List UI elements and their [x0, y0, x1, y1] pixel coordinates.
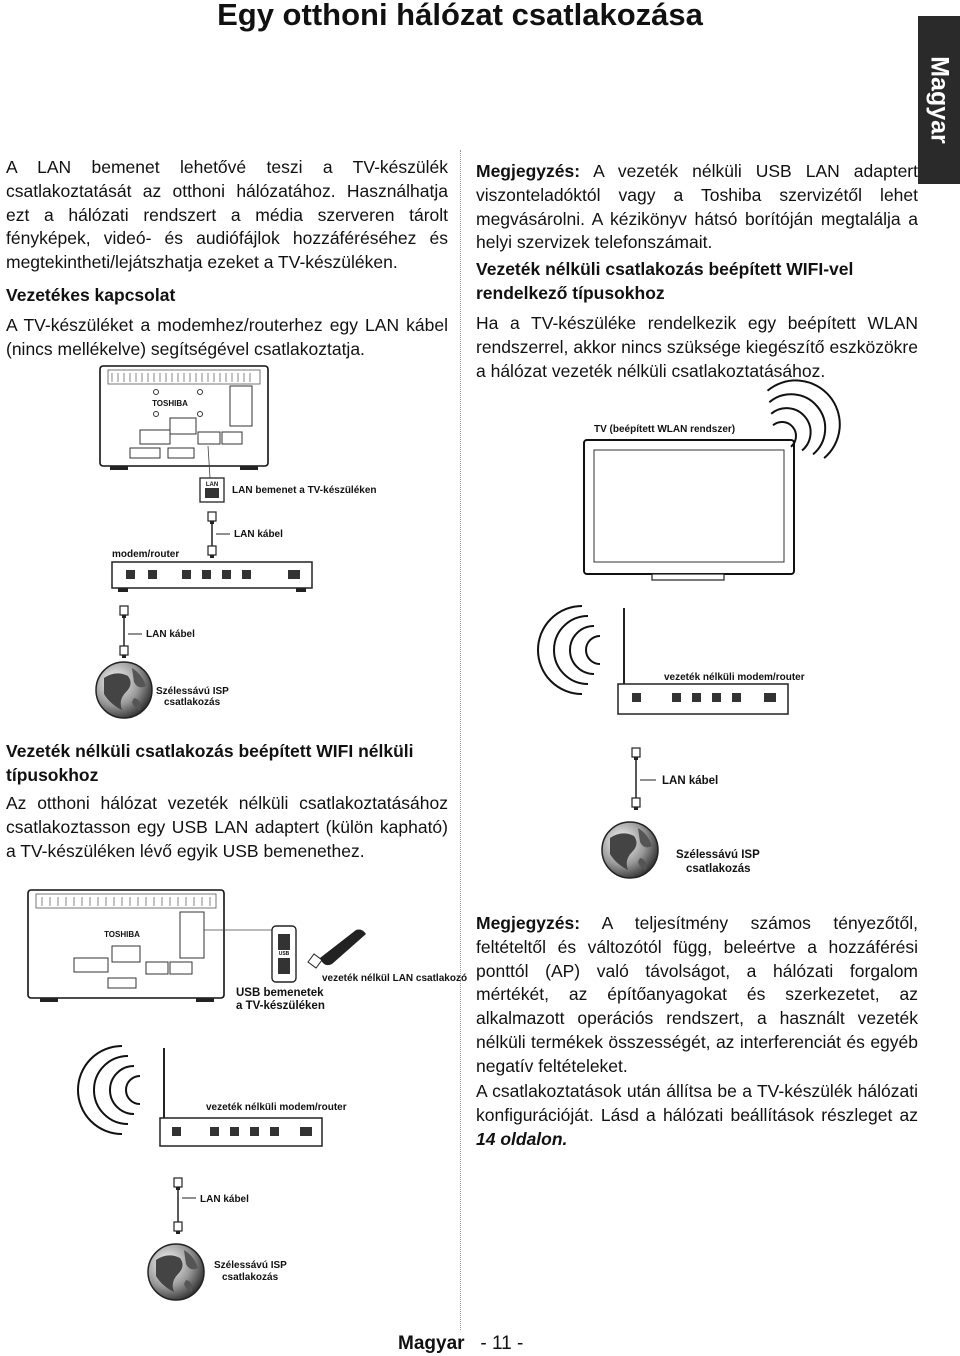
wireless-router-1: vezeték nélküli modem/router	[537, 605, 805, 715]
svg-text:LAN: LAN	[206, 482, 218, 488]
page-title: Egy otthoni hálózat csatlakozása	[217, 0, 703, 32]
svg-text:csatlakozás: csatlakozás	[686, 863, 751, 875]
tv-rear-panel-wired: TOSHIBA	[99, 365, 269, 479]
wired-heading: Vezetékes kapcsolat	[6, 285, 176, 305]
wifi-paragraph: Ha a TV-készüléke rendelkezik egy beépít…	[476, 313, 918, 381]
lan-cable-isp-2: LAN kábel	[631, 747, 718, 811]
wireless-adapter-label: vezeték nélkül LAN csatlakozó	[322, 973, 467, 984]
lan-cable-wired: LAN kábel	[207, 511, 283, 559]
final-text: A csatlakoztatások után állítsa be a TV-…	[476, 1081, 918, 1125]
wired-paragraph: A TV-készüléket a modemhez/routerhez egy…	[6, 315, 448, 359]
usb-wireless-adapter: vezeték nélkül LAN csatlakozó	[307, 929, 467, 984]
page-number: - 11 -	[480, 1333, 524, 1354]
column-divider	[460, 150, 461, 1330]
tv-wlan-label: TV (beépített WLAN rendszer)	[594, 424, 735, 435]
lan-cable-isp-1: LAN kábel	[119, 605, 195, 659]
footer-language: Magyar	[398, 1333, 465, 1354]
lan-cable-label-3: LAN kábel	[662, 775, 718, 787]
svg-text:USB: USB	[279, 951, 290, 957]
wireless-router-label-1: vezeték nélküli modem/router	[664, 672, 805, 683]
modem-router-wired: modem/router	[111, 549, 313, 592]
wireless-router-2: vezeték nélküli modem/router	[77, 1045, 347, 1147]
tv-rear-panel-usb: TOSHIBA	[27, 889, 272, 1002]
lan-cable-label-1: LAN kábel	[234, 529, 283, 540]
isp-globe-1: Szélessávú ISP csatlakozás	[95, 661, 229, 719]
svg-text:csatlakozás: csatlakozás	[222, 1272, 279, 1283]
svg-text:Szélessávú ISP: Szélessávú ISP	[214, 1260, 287, 1271]
note2-label: Megjegyzés:	[476, 913, 581, 933]
svg-text:Szélessávú ISP: Szélessávú ISP	[676, 849, 760, 861]
note2-paragraph: Megjegyzés: A teljesítmény számos tényez…	[476, 912, 918, 1079]
page-reference-link[interactable]: 14 oldalon.	[476, 1128, 568, 1149]
wireless-router-label-2: vezeték nélküli modem/router	[206, 1102, 347, 1113]
usb-ports-closeup: USB USB bemenetek a TV-készüléken	[236, 925, 325, 1012]
lan-cable-label-2: LAN kábel	[146, 629, 195, 640]
intro-paragraph: A LAN bemenet lehetővé teszi a TV-készül…	[6, 157, 448, 273]
note1-label: Megjegyzés:	[476, 161, 581, 181]
svg-text:csatlakozás: csatlakozás	[164, 697, 221, 708]
nowifi-paragraph: Az otthoni hálózat vezeték nélküli csatl…	[6, 793, 448, 861]
modem-router-label: modem/router	[112, 549, 179, 560]
final-paragraph: A csatlakoztatások után állítsa be a TV-…	[476, 1080, 918, 1151]
tv-wlan-front: TV (beépített WLAN rendszer)	[583, 361, 859, 581]
svg-text:TOSHIBA: TOSHIBA	[104, 930, 140, 939]
page-footer: Magyar - 11 -	[398, 1333, 523, 1355]
lan-cable-isp-3: LAN kábel	[173, 1177, 249, 1235]
usb-inputs-label: USB bemenetek	[236, 987, 324, 999]
lan-input-label: LAN bemenet a TV-készüléken	[232, 485, 377, 496]
svg-text:Szélessávú ISP: Szélessávú ISP	[156, 686, 229, 697]
note1-paragraph: Megjegyzés: A vezeték nélküli USB LAN ad…	[476, 160, 918, 255]
tv-brand-label: TOSHIBA	[152, 399, 188, 408]
isp-globe-2: Szélessávú ISP csatlakozás	[601, 821, 760, 879]
nowifi-heading: Vezeték nélküli csatlakozás beépített WI…	[6, 741, 414, 785]
lan-port-closeup: LAN LAN bemenet a TV-készüléken	[199, 477, 377, 503]
lan-cable-label-4: LAN kábel	[200, 1194, 249, 1205]
isp-globe-3: Szélessávú ISP csatlakozás	[147, 1243, 287, 1301]
language-tab: Magyar	[918, 16, 960, 184]
svg-text:a TV-készüléken: a TV-készüléken	[236, 1000, 325, 1012]
note1-text: A vezeték nélküli USB LAN adaptert viszo…	[476, 161, 918, 253]
wifi-heading: Vezeték nélküli csatlakozás beépített WI…	[476, 259, 854, 303]
note2-text: A teljesítmény számos tényezőtől, feltét…	[476, 913, 918, 1076]
